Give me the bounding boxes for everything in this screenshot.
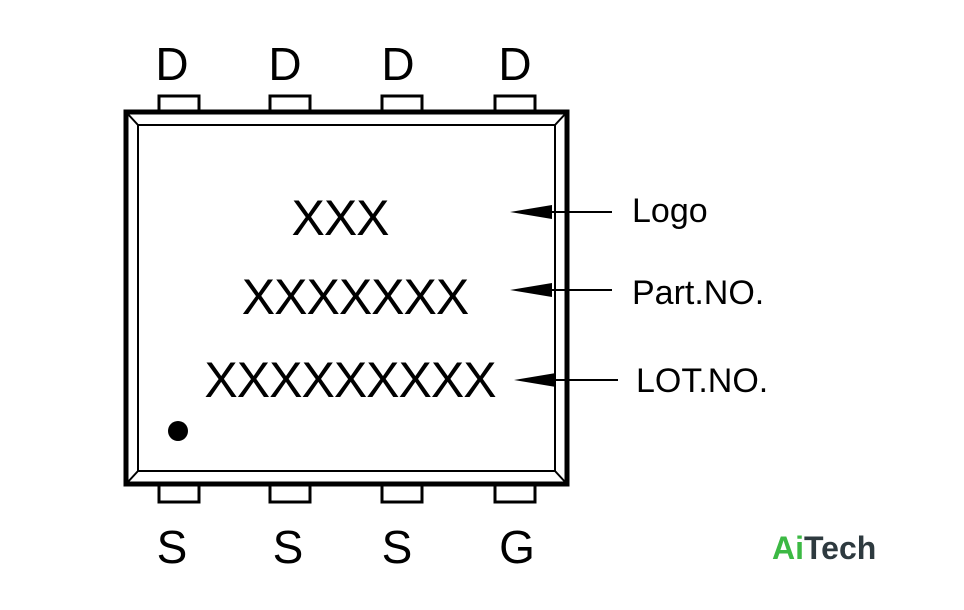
bottom-pin-2 bbox=[268, 483, 312, 504]
bottom-pin-1 bbox=[157, 483, 201, 504]
package-inner-outline bbox=[137, 124, 556, 472]
bottom-pin-label-3: S bbox=[382, 521, 413, 573]
bottom-pin-labels: S S S G bbox=[157, 521, 535, 573]
watermark-part1: Ai bbox=[772, 530, 804, 566]
bottom-pin-label-4: G bbox=[499, 521, 535, 573]
callout-arrows bbox=[510, 205, 618, 387]
bottom-pin-label-2: S bbox=[273, 521, 304, 573]
bottom-pin-3 bbox=[380, 483, 424, 504]
bottom-pins bbox=[157, 483, 537, 504]
callout-arrow-logo bbox=[510, 205, 552, 219]
bevel-bottom-left bbox=[125, 470, 139, 485]
aitech-watermark: AiTech bbox=[772, 530, 876, 566]
bevel-top-right bbox=[554, 111, 568, 126]
bottom-pin-label-1: S bbox=[157, 521, 188, 573]
marking-logo: XXX bbox=[291, 190, 389, 246]
top-pin-label-1: D bbox=[155, 38, 188, 90]
callout-arrow-part-no bbox=[510, 283, 552, 297]
package-outline bbox=[123, 109, 570, 487]
bottom-pin-4 bbox=[493, 483, 537, 504]
bevel-bottom-right bbox=[554, 470, 568, 485]
pin1-dot bbox=[168, 421, 188, 441]
callout-labels: Logo Part.NO. LOT.NO. bbox=[632, 192, 768, 400]
callout-label-lot-no: LOT.NO. bbox=[636, 362, 768, 400]
watermark-part2: Tech bbox=[804, 530, 876, 566]
callout-label-part-no: Part.NO. bbox=[632, 274, 764, 312]
package-body bbox=[123, 109, 570, 487]
top-pin-label-3: D bbox=[381, 38, 414, 90]
top-pin-labels: D D D D bbox=[155, 38, 531, 90]
marking-part-no: XXXXXXX bbox=[242, 269, 469, 325]
marking-text: XXX XXXXXXX XXXXXXXXX bbox=[204, 190, 497, 408]
top-pin-label-4: D bbox=[498, 38, 531, 90]
callout-label-logo: Logo bbox=[632, 192, 708, 230]
top-pin-label-2: D bbox=[268, 38, 301, 90]
bevel-top-left bbox=[125, 111, 139, 126]
callout-arrow-lot-no bbox=[514, 373, 556, 387]
marking-lot-no: XXXXXXXXX bbox=[204, 352, 496, 408]
top-pins bbox=[157, 94, 537, 115]
